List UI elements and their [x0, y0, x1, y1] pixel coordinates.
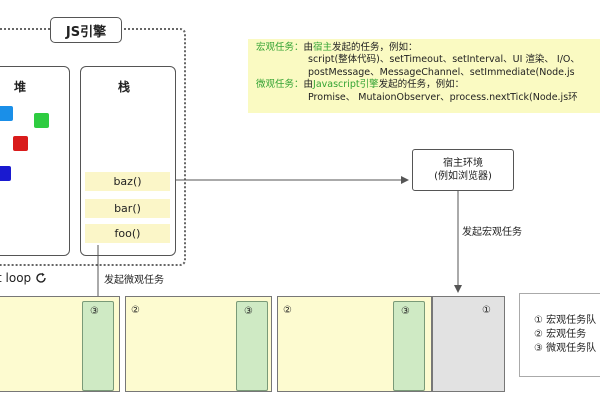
macro-keyword: 宿主	[313, 42, 333, 53]
micro-examples-line: Promise、 MutaionObserver、process.nextTic…	[308, 91, 578, 103]
heap-object-red	[13, 136, 28, 151]
legend-item: ② 宏观任务	[534, 329, 587, 340]
stack-frame: baz()	[85, 172, 170, 191]
legend-item: ① 宏观任务队	[534, 315, 597, 326]
host-title: 宿主环境	[443, 158, 483, 169]
macro-task-definition: 宏观任务：由宿主发起的任务，例如：	[256, 42, 600, 54]
heap-box	[0, 66, 70, 256]
micro-prefix: 由	[303, 79, 314, 91]
micro-task-label: 微观任务：	[256, 79, 304, 91]
task-info-panel: 宏观任务：由宿主发起的任务，例如： script(整体代码)、setTimeou…	[248, 39, 600, 113]
event-loop-label: t loop	[0, 271, 47, 285]
macrotask-number: ②	[283, 305, 292, 316]
microtask-queue	[82, 301, 114, 391]
stack-label: 栈	[118, 80, 131, 94]
microtask-number: ③	[401, 306, 410, 317]
refresh-icon	[36, 272, 46, 283]
heap-label: 堆	[14, 80, 27, 94]
microtask-queue	[236, 301, 268, 391]
heap-object-green	[34, 113, 49, 128]
macrotask-number: ①	[482, 305, 491, 316]
legend-item: ③ 微观任务队	[534, 343, 597, 354]
stack-frame: foo()	[85, 224, 170, 243]
micro-task-definition: 微观任务：由Javascript引擎发起的任务，例如：	[256, 79, 600, 91]
heap-object-navy	[0, 166, 11, 181]
macro-suffix: 发起的任务，例如：	[332, 42, 418, 53]
js-engine-title: JS引擎	[50, 17, 122, 43]
microtask-number: ③	[244, 306, 253, 317]
macrotask-number: ②	[131, 305, 140, 316]
heap-object-blue	[0, 106, 13, 121]
macro-examples-line1: script(整体代码)、setTimeout、setInterval、UI 渲…	[308, 54, 580, 66]
event-loop-text: t loop	[0, 271, 32, 285]
micro-keyword: Javascript引擎	[313, 79, 379, 91]
microtask-number: ③	[90, 306, 99, 317]
next-task-queue-box	[432, 296, 505, 392]
host-subtitle: (例如浏览器)	[434, 171, 492, 182]
stack-frame: bar()	[85, 199, 170, 218]
legend-box: ① 宏观任务队 ② 宏观任务 ③ 微观任务队	[519, 293, 600, 377]
macro-prefix: 由	[303, 42, 314, 53]
macro-examples-line2: postMessage、MessageChannel、setImmediate(…	[308, 66, 575, 78]
macro-task-label: 宏观任务：	[256, 42, 304, 53]
micro-suffix: 发起的任务，例如：	[378, 79, 465, 91]
macro-task-arrow-label: 发起宏观任务	[462, 227, 522, 238]
host-environment-box: 宿主环境 (例如浏览器)	[412, 149, 514, 191]
micro-task-arrow-label: 发起微观任务	[104, 275, 164, 286]
microtask-queue	[393, 301, 425, 391]
